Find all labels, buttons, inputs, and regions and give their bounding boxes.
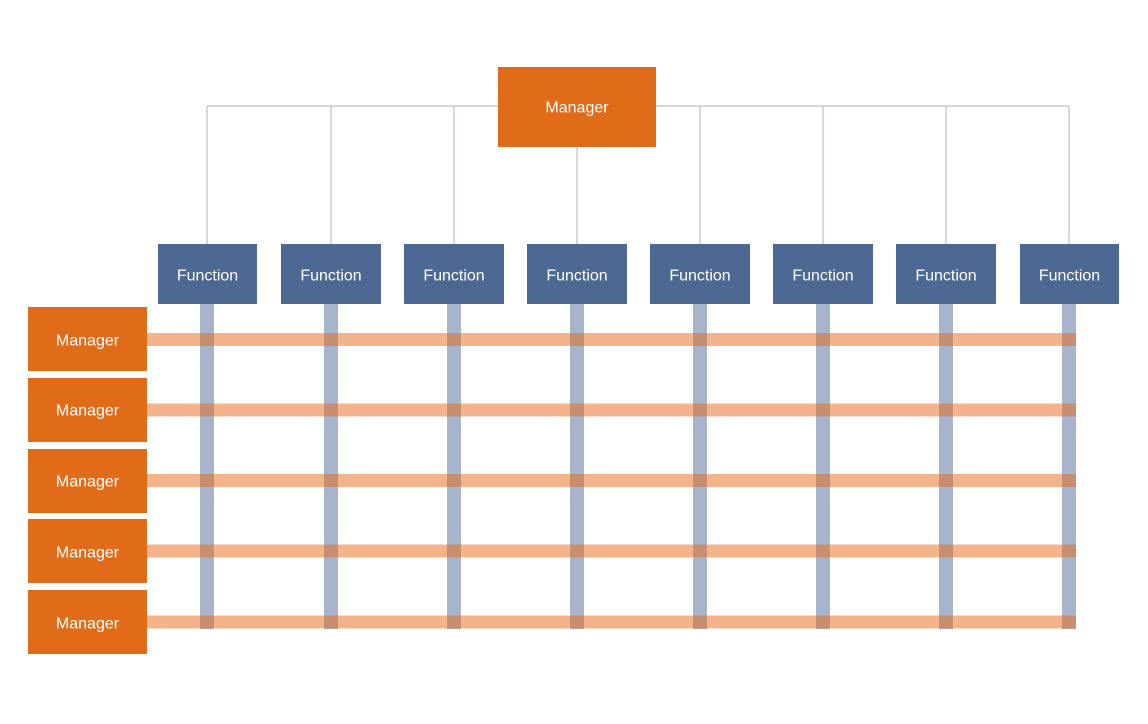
function-column-band (1062, 304, 1076, 629)
row-manager-label: Manager (56, 403, 120, 420)
row-manager-box-1[interactable]: Manager (28, 307, 147, 371)
function-column-band (939, 304, 953, 629)
row-manager-box-4[interactable]: Manager (28, 519, 147, 583)
band-intersection (200, 615, 214, 629)
function-box-4[interactable]: Function (527, 244, 627, 304)
band-intersection (324, 403, 338, 417)
band-intersection (324, 333, 338, 346)
top-manager-label: Manager (545, 100, 609, 117)
band-intersection (816, 474, 830, 487)
manager-row-band (147, 333, 1076, 346)
function-column-band (200, 304, 214, 629)
row-manager-rect (28, 307, 147, 371)
function-box-5[interactable]: Function (650, 244, 750, 304)
band-intersection (570, 403, 584, 417)
function-label: Function (915, 268, 976, 285)
band-intersection (200, 474, 214, 487)
function-rect (773, 244, 873, 304)
function-rect (1020, 244, 1119, 304)
manager-row-band (147, 403, 1076, 417)
band-intersection (939, 474, 953, 487)
band-intersection (693, 403, 707, 417)
band-intersection (939, 403, 953, 417)
function-column-band (447, 304, 461, 629)
band-intersection (1062, 333, 1076, 346)
function-label: Function (1039, 268, 1100, 285)
band-intersection (939, 544, 953, 558)
band-intersection (693, 615, 707, 629)
function-rect (650, 244, 750, 304)
band-intersection (693, 544, 707, 558)
top-manager-box[interactable]: Manager (498, 67, 656, 147)
function-column-band (693, 304, 707, 629)
band-intersection (816, 544, 830, 558)
row-manager-box-5[interactable]: Manager (28, 590, 147, 654)
function-column-band (816, 304, 830, 629)
band-intersections (200, 333, 1076, 629)
function-column-band (570, 304, 584, 629)
row-manager-box-2[interactable]: Manager (28, 378, 147, 442)
band-intersection (200, 333, 214, 346)
band-intersection (324, 615, 338, 629)
function-label: Function (300, 268, 361, 285)
band-intersection (447, 403, 461, 417)
band-intersection (324, 474, 338, 487)
manager-row-bands (147, 333, 1076, 629)
band-intersection (200, 544, 214, 558)
row-manager-rect (28, 449, 147, 513)
manager-row-band (147, 474, 1076, 487)
band-intersection (1062, 403, 1076, 417)
function-rect (404, 244, 504, 304)
band-intersection (816, 615, 830, 629)
function-label: Function (669, 268, 730, 285)
function-rect (896, 244, 996, 304)
row-manager-rect (28, 378, 147, 442)
row-manager-box-3[interactable]: Manager (28, 449, 147, 513)
row-manager-label: Manager (56, 333, 120, 350)
manager-row-band (147, 544, 1076, 558)
function-box-3[interactable]: Function (404, 244, 504, 304)
row-manager-label: Manager (56, 616, 120, 633)
function-rect (527, 244, 627, 304)
function-box-8[interactable]: Function (1020, 244, 1119, 304)
band-intersection (939, 333, 953, 346)
band-intersection (693, 333, 707, 346)
row-manager-label: Manager (56, 474, 120, 491)
function-box-1[interactable]: Function (158, 244, 257, 304)
band-intersection (570, 474, 584, 487)
band-intersection (447, 544, 461, 558)
band-intersection (693, 474, 707, 487)
function-label: Function (546, 268, 607, 285)
band-intersection (1062, 615, 1076, 629)
top-manager-rect (498, 67, 656, 147)
function-rect (281, 244, 381, 304)
band-intersection (1062, 474, 1076, 487)
band-intersection (447, 474, 461, 487)
row-manager-rect (28, 590, 147, 654)
function-label: Function (177, 268, 238, 285)
band-intersection (570, 615, 584, 629)
function-label: Function (423, 268, 484, 285)
band-intersection (570, 544, 584, 558)
function-rect (158, 244, 257, 304)
function-box-6[interactable]: Function (773, 244, 873, 304)
band-intersection (816, 403, 830, 417)
function-column-band (324, 304, 338, 629)
band-intersection (816, 333, 830, 346)
band-intersection (447, 333, 461, 346)
row-manager-label: Manager (56, 545, 120, 562)
row-manager-rect (28, 519, 147, 583)
band-intersection (324, 544, 338, 558)
band-intersection (939, 615, 953, 629)
function-box-2[interactable]: Function (281, 244, 381, 304)
manager-row-band (147, 615, 1076, 629)
band-intersection (1062, 544, 1076, 558)
function-column-bands (200, 304, 1076, 629)
band-intersection (200, 403, 214, 417)
band-intersection (447, 615, 461, 629)
function-label: Function (792, 268, 853, 285)
band-intersection (570, 333, 584, 346)
function-box-7[interactable]: Function (896, 244, 996, 304)
